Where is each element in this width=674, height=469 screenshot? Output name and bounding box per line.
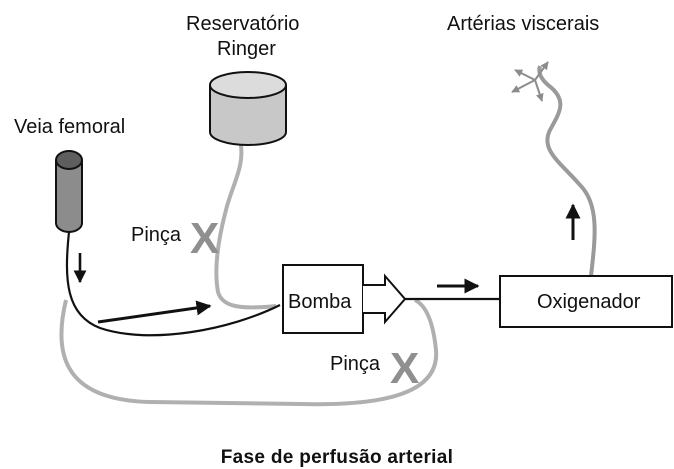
visceral-arteries-label: Artérias viscerais [447,13,599,35]
reservoir-tube [214,139,277,310]
clamp-label-top: Pinça [131,224,182,246]
oxygenator-label: Oxigenador [537,291,641,313]
flow-arrow-to-pump [97,300,212,324]
femoral-vein-cylinder [55,150,83,233]
pump-outlet-arrow [363,273,407,325]
pump-label: Bomba [288,291,352,313]
reservoir-label-line2: Ringer [217,38,276,60]
ringer-reservoir [209,71,287,146]
clamp-label-bottom: Pinça [330,353,381,375]
clamp-x-icon-bottom: X [390,344,419,393]
dispersal-arrows [511,61,549,102]
oxygenator-box [499,275,673,328]
reservoir-label-line1: Reservatório [186,13,299,35]
caption: Fase de perfusão arterial [221,447,453,468]
femoral-vein-label: Veia femoral [14,116,125,138]
recirculation-tube [59,298,439,407]
clamp-x-icon-top: X [190,214,219,263]
arterial-tube [537,65,597,277]
venous-tube [65,231,281,337]
